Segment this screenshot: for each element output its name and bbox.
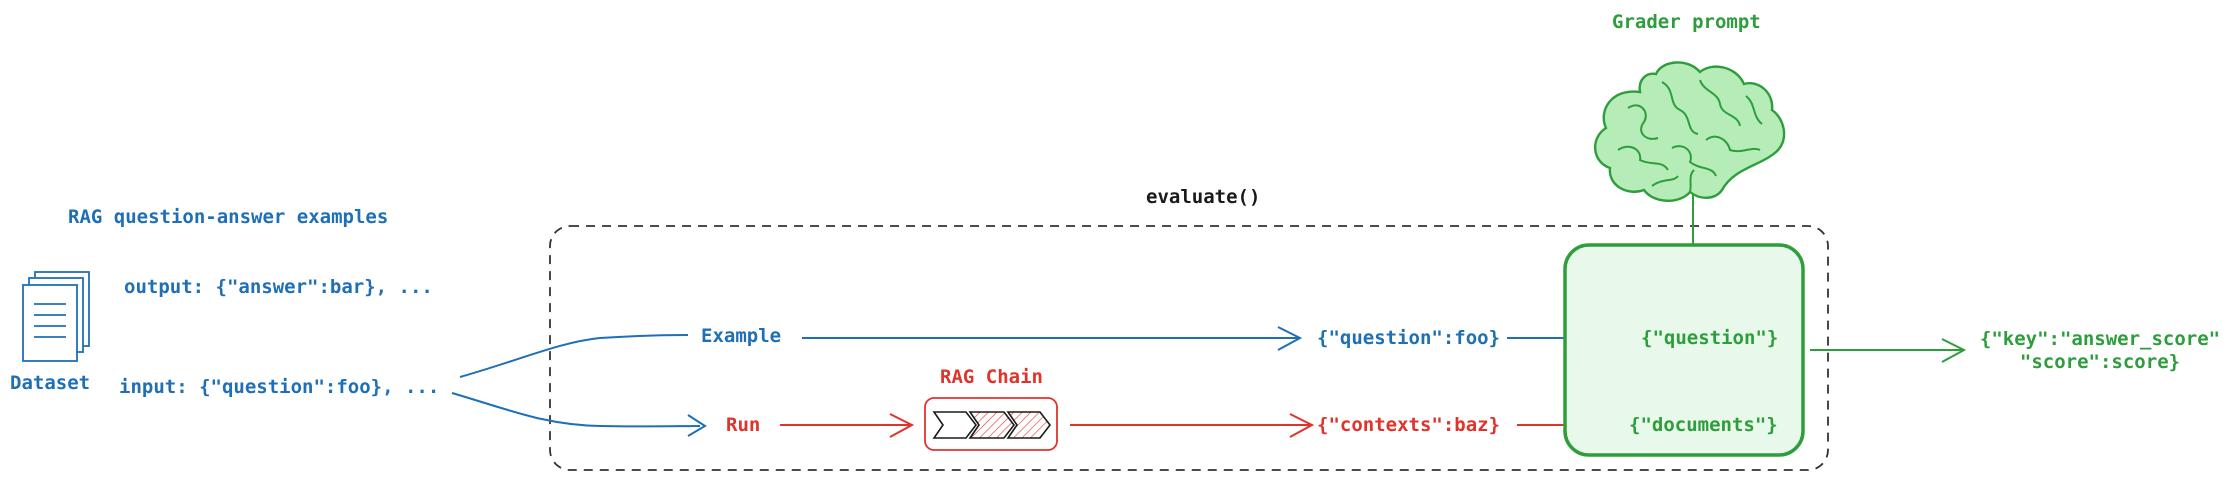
chain-step-icon [968,411,1016,439]
grader-title: Grader prompt [1612,11,1761,33]
chain-step-icon [932,411,978,439]
chain-step-icon [1006,411,1052,439]
rag-chain-label: RAG Chain [940,366,1043,388]
grader-documents-var: {"documents"} [1629,414,1778,436]
evaluate-title: evaluate() [1146,186,1261,208]
grader-to-result-arrow [1810,338,1967,363]
dataset-output-line: output: {"answer":bar}, ... [124,276,433,298]
contexts-output-label: {"contexts":baz} [1317,414,1501,436]
dataset-title: RAG question-answer examples [68,206,389,228]
dataset-caption: Dataset [10,372,91,394]
brain-icon [1594,61,1786,202]
dataset-icon [22,271,90,362]
rag-chain-box [924,397,1058,451]
input-connectors [451,334,707,437]
run-arrow [780,413,915,438]
chain-to-contexts-arrow [1070,413,1315,438]
grader-box [1563,243,1805,457]
run-label: Run [726,414,761,436]
result-line-1: {"key":"answer_score" [1979,328,2221,350]
example-label: Example [701,325,782,347]
example-arrow [802,326,1303,351]
grader-question-var: {"question"} [1641,327,1779,349]
result-line-2: "score":score} [2019,351,2181,373]
dataset-input-line: input: {"question":foo}, ... [119,376,440,398]
question-output-label: {"question":foo} [1317,327,1501,349]
